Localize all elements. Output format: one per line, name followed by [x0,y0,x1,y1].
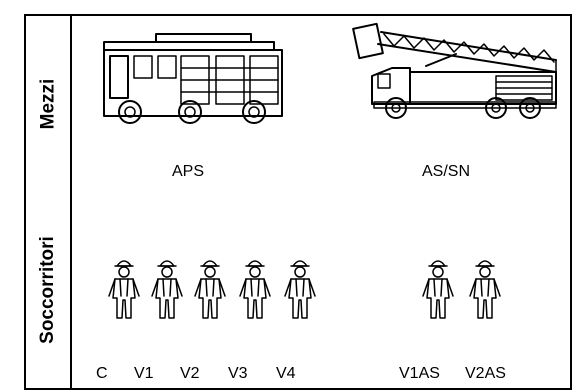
fire-engine-icon [103,33,283,124]
aerial-ladder-truck-icon [352,22,557,119]
firefighter-icon [239,260,271,319]
rescuer-label-v3: V3 [228,365,248,382]
firefighter-icon [469,260,501,319]
firefighter-icon [422,260,454,319]
firefighter-icon [151,260,183,319]
rescuer-label-v2as: V2AS [465,365,506,382]
rescuer-label-v2: V2 [180,365,200,382]
firefighter-icon [194,260,226,319]
rescuer-label-c: C [96,365,108,382]
vehicle-label-as-sn: AS/SN [422,163,471,180]
firefighter-icon [108,260,140,319]
crew-table: Mezzi Soccorritori [24,14,572,390]
rescuer-label-v1: V1 [134,365,154,382]
rescuer-label-v1as: V1AS [399,365,440,382]
illustrations [103,22,557,319]
rescuer-label-v4: V4 [276,365,296,382]
vehicle-label-aps: APS [172,163,205,180]
column-divider [70,16,72,388]
firefighter-icon [284,260,316,319]
